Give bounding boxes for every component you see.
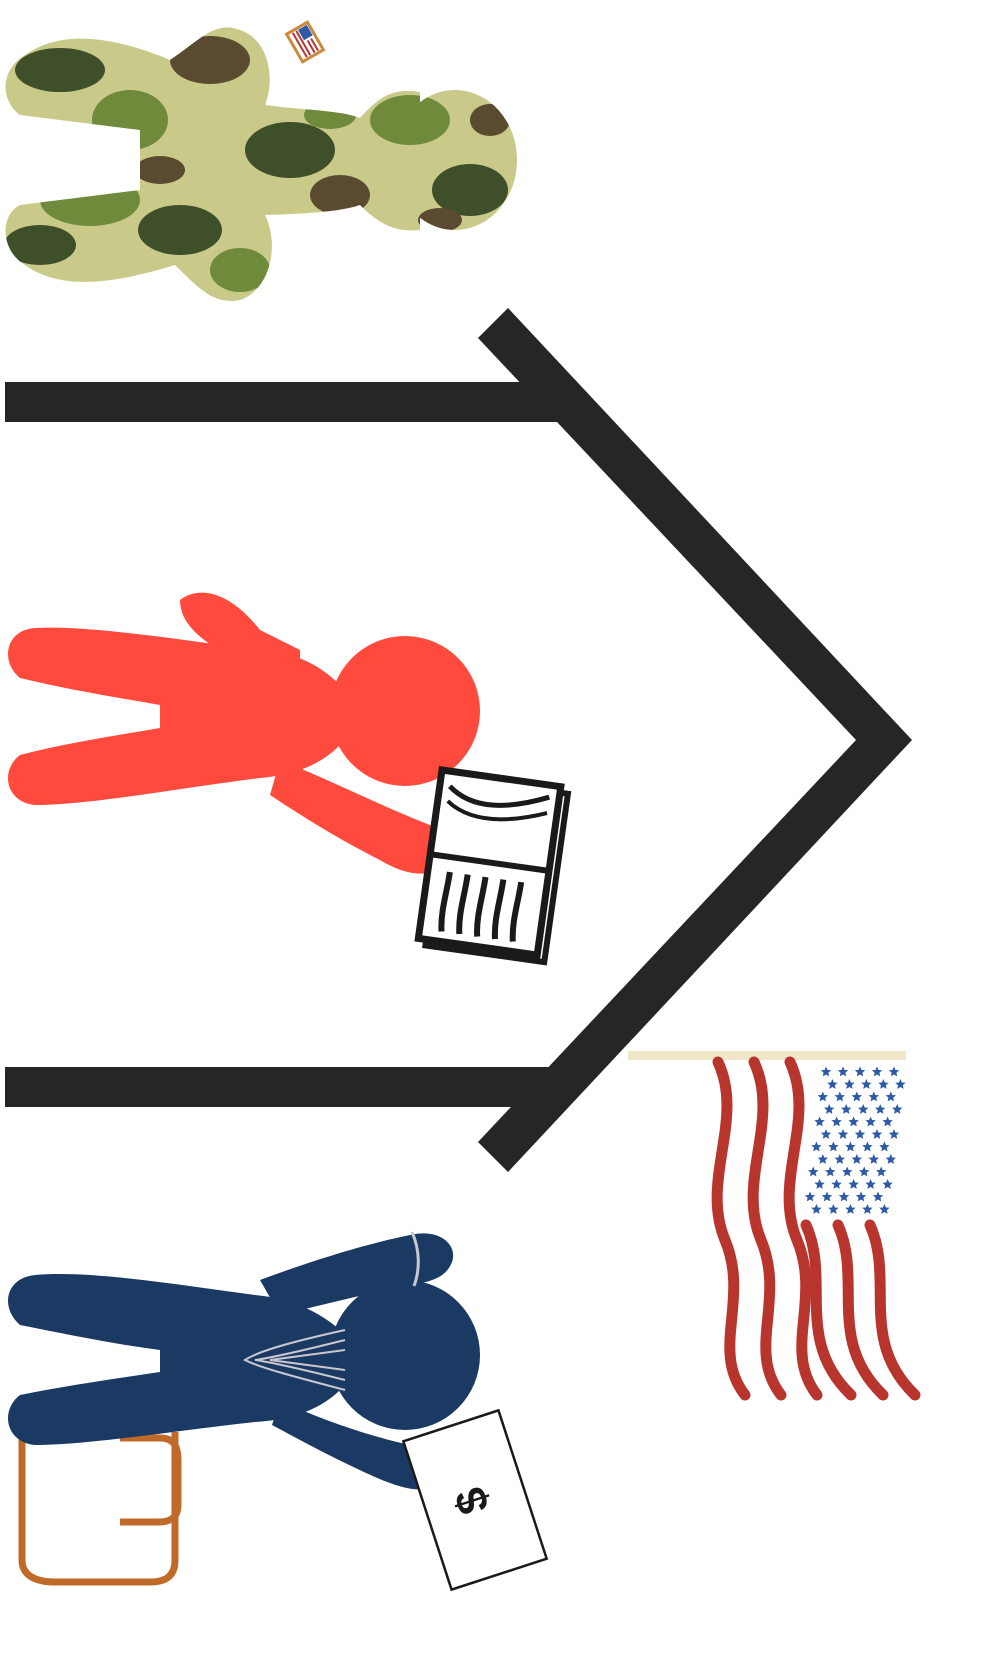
flag-star: [848, 1117, 858, 1127]
flag-star: [838, 1129, 848, 1139]
flag-star: [852, 1092, 862, 1102]
flag-star: [842, 1167, 852, 1177]
flag-star: [879, 1204, 889, 1214]
flag-star: [848, 1179, 858, 1189]
flag-patch-icon: [287, 22, 324, 62]
roof-bottom-eave: [5, 1067, 565, 1107]
flag-star: [831, 1179, 841, 1189]
flag-star: [859, 1167, 869, 1177]
flag-star: [889, 1067, 899, 1077]
flag-pole: [628, 1051, 906, 1060]
flag-star: [856, 1192, 866, 1202]
flag-stars: [805, 1067, 906, 1214]
flag-star: [828, 1204, 838, 1214]
reader-figure-icon: [8, 593, 480, 874]
flag-star: [892, 1104, 902, 1114]
flag-star: [825, 1167, 835, 1177]
flag-star: [821, 1129, 831, 1139]
flag-star: [818, 1092, 828, 1102]
flag-star: [873, 1192, 883, 1202]
flag-star: [855, 1129, 865, 1139]
flag-star: [886, 1154, 896, 1164]
flag-star: [876, 1167, 886, 1177]
flag-star: [828, 1142, 838, 1152]
flag-star: [808, 1167, 818, 1177]
flag-star: [835, 1154, 845, 1164]
flag-star: [872, 1067, 882, 1077]
flag-star: [839, 1192, 849, 1202]
flag-star: [824, 1104, 834, 1114]
dollar-bill-icon: $: [403, 1410, 546, 1589]
flag-star: [878, 1079, 888, 1089]
flag-star: [838, 1067, 848, 1077]
flag-star: [895, 1079, 905, 1089]
flag-star: [821, 1067, 831, 1077]
flag-star: [814, 1117, 824, 1127]
flag-star: [861, 1079, 871, 1089]
flag-star: [811, 1204, 821, 1214]
open-book-icon: [418, 770, 569, 962]
flag-star: [827, 1079, 837, 1089]
flag-star: [872, 1129, 882, 1139]
flag-star: [805, 1192, 815, 1202]
roof-chevron: [478, 308, 912, 1172]
flag-star: [814, 1179, 824, 1189]
flag-star: [844, 1079, 854, 1089]
roof-top-eave: [5, 382, 565, 422]
flag-star: [875, 1104, 885, 1114]
flag-star: [845, 1204, 855, 1214]
flag-star: [858, 1104, 868, 1114]
flag-star: [865, 1117, 875, 1127]
flag-star: [852, 1154, 862, 1164]
flag-star: [865, 1179, 875, 1189]
flag-star: [835, 1092, 845, 1102]
flag-star: [862, 1204, 872, 1214]
flag-star: [869, 1154, 879, 1164]
flag-star: [841, 1104, 851, 1114]
flag-star: [889, 1129, 899, 1139]
coffee-mug-icon: [22, 1432, 178, 1582]
flag-star: [886, 1092, 896, 1102]
us-flag-icon: [628, 1051, 915, 1395]
flag-star: [818, 1154, 828, 1164]
soldier-figure-icon: [0, 0, 540, 320]
flag-star: [882, 1179, 892, 1189]
flag-star: [882, 1117, 892, 1127]
flag-star: [831, 1117, 841, 1127]
flag-star: [869, 1092, 879, 1102]
flag-star: [855, 1067, 865, 1077]
flag-star: [811, 1142, 821, 1152]
flag-star: [879, 1142, 889, 1152]
flag-stripes: [717, 1062, 915, 1395]
flag-star: [862, 1142, 872, 1152]
flag-star: [845, 1142, 855, 1152]
flag-star: [822, 1192, 832, 1202]
